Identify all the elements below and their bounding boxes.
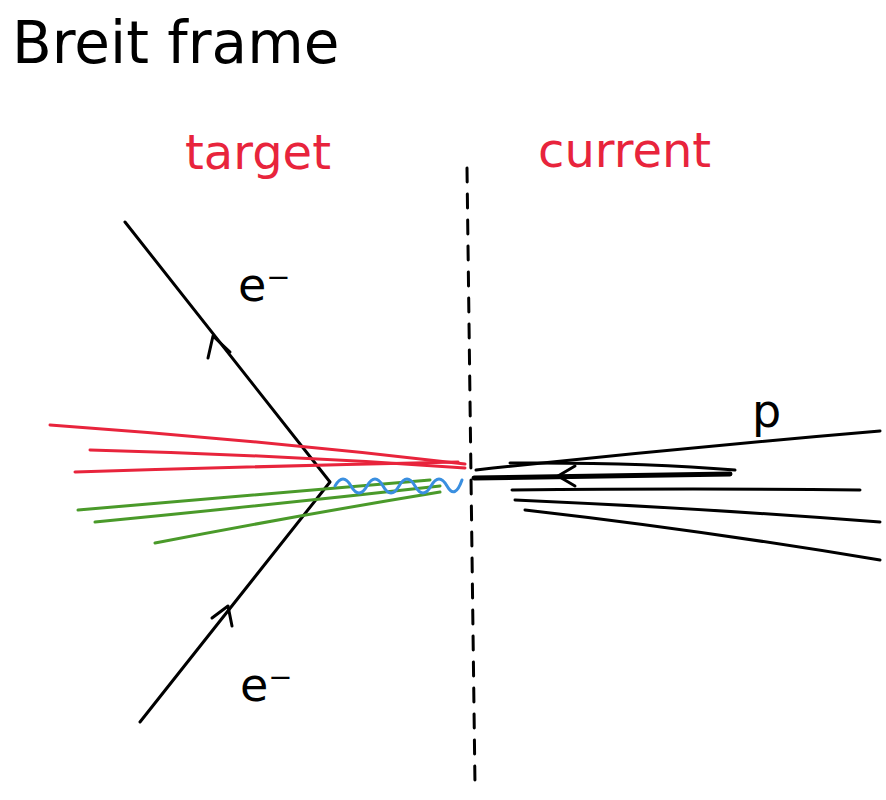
electron-line (125, 222, 330, 722)
particle-label: e⁻ (238, 262, 291, 308)
region-label: target (185, 128, 331, 176)
proton-arrow (558, 466, 575, 486)
particle-label: e⁻ (240, 662, 293, 708)
diagram-title: Breit frame (12, 14, 339, 72)
photon-wave (335, 479, 462, 493)
electron-arrow (212, 606, 232, 626)
target-remnant-red (50, 425, 465, 472)
current-jet (476, 431, 880, 560)
particle-label: p (750, 388, 783, 434)
region-label: current (538, 126, 711, 174)
electron-arrow (208, 336, 230, 358)
proton-line (474, 474, 730, 478)
